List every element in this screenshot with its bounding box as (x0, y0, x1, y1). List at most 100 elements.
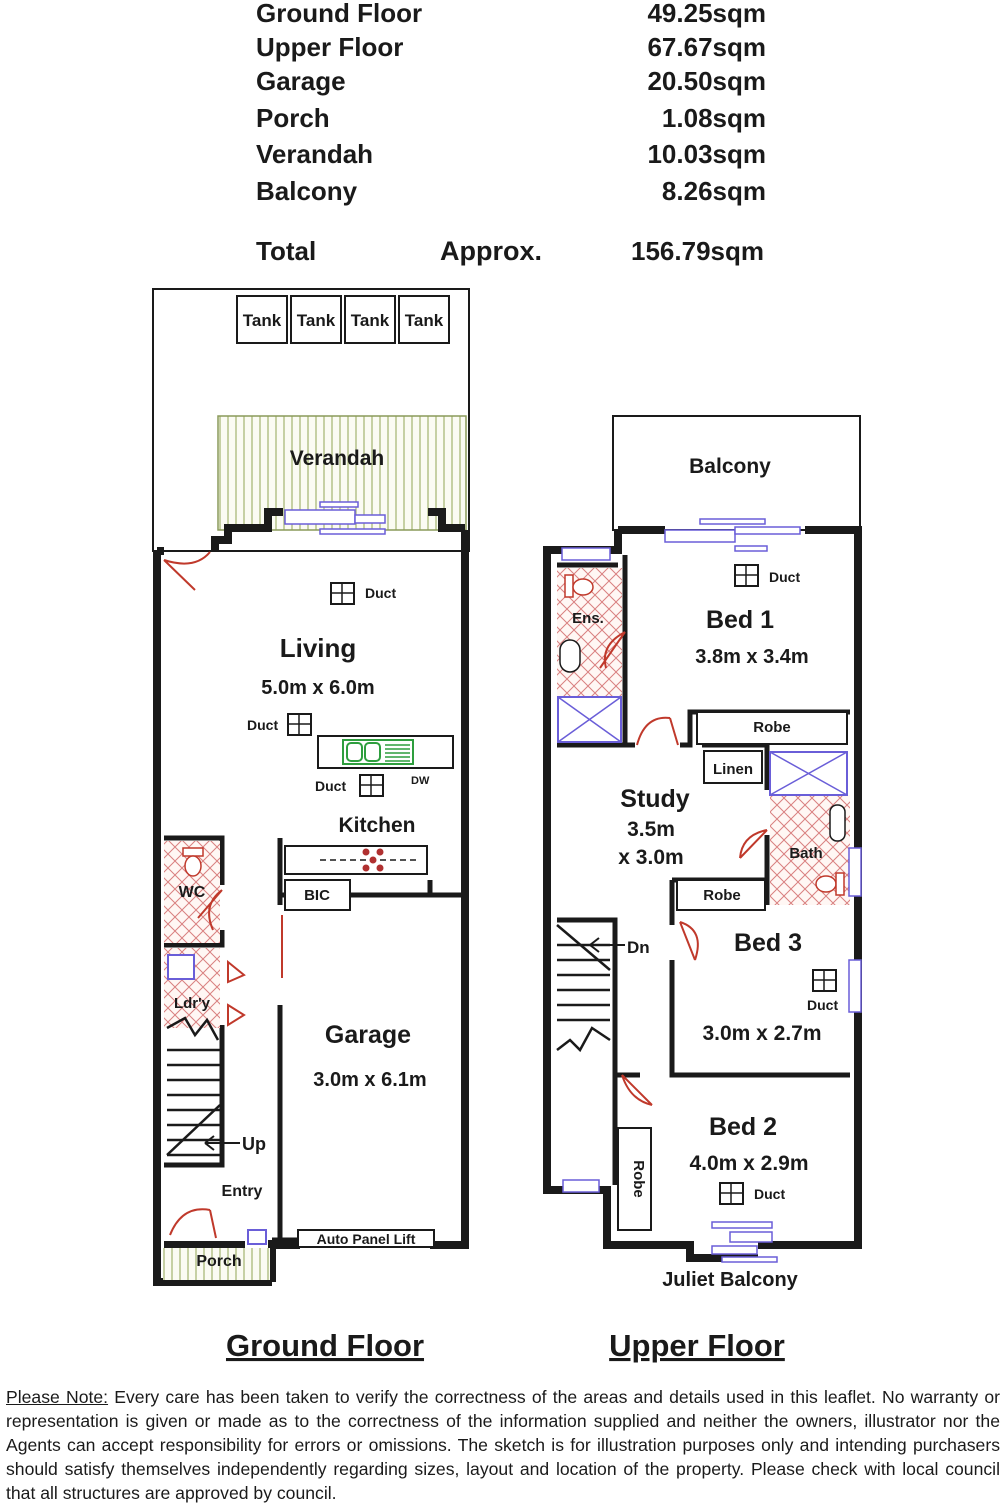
garage-door (297, 1229, 435, 1248)
floor-plan-drawing: Tank Tank Tank Tank Verandah (152, 288, 862, 1363)
up-arrow-icon (204, 1135, 240, 1151)
side-door-swing (163, 551, 211, 591)
ensuite-label: Ens. (572, 610, 604, 627)
bed1-robe-label: Robe (753, 719, 791, 736)
bed2-door-swing (621, 1074, 653, 1106)
ground-stairs (166, 1016, 221, 1157)
bed2-duct-label: Duct (754, 1186, 785, 1202)
linen-label: Linen (713, 761, 753, 778)
bic-label: BIC (304, 887, 330, 904)
up-label: Up (242, 1134, 266, 1154)
bed3-duct-icon (812, 969, 837, 992)
ensuite-toilet-icon (564, 574, 594, 598)
bed3-robe-label: Robe (703, 887, 741, 904)
bath-window (848, 847, 862, 897)
bed1-door-swing (636, 716, 679, 746)
living-duct-label: Duct (365, 585, 396, 601)
bed3-door-swing (679, 921, 699, 961)
area-row-balcony: Balcony 8.26sqm (256, 176, 766, 206)
porch-deck (163, 1248, 270, 1280)
rear-yard (152, 288, 470, 552)
tank-3 (344, 295, 396, 344)
balcony-sliding-door (664, 518, 801, 552)
bed1-robe (696, 711, 848, 745)
down-label: Dn (627, 938, 650, 957)
total-approx-label: Approx. (440, 236, 543, 266)
study-size-line1: 3.5m (627, 818, 675, 841)
kitchen-duct-icon-2 (359, 774, 384, 797)
tank-2 (290, 295, 342, 344)
area-row-porch: Porch 1.08sqm (256, 103, 766, 133)
ensuite-shower-icon (557, 696, 622, 743)
tank-1-label: Tank (243, 311, 282, 330)
bed3-size: 3.0m x 2.7m (702, 1022, 821, 1045)
garage-name: Garage (325, 1021, 411, 1049)
rear-sliding-door (284, 501, 386, 535)
bath-basin-icon (829, 804, 846, 842)
bed3-name: Bed 3 (734, 929, 802, 957)
living-name: Living (280, 633, 357, 663)
bic-cupboard (284, 879, 351, 911)
kitchen-duct-label-2: Duct (315, 778, 346, 794)
upper-floor-title: Upper Floor (609, 1328, 785, 1363)
ground-floor-plan: Tank Tank Tank Tank Verandah (152, 288, 470, 1363)
bed1-duct-label: Duct (769, 569, 800, 585)
auto-panel-label: Auto Panel Lift (317, 1231, 416, 1247)
garage-size: 3.0m x 6.1m (313, 1069, 426, 1091)
disclaimer-note: Please Note: Every care has been taken t… (6, 1385, 1000, 1505)
linen-cupboard (703, 750, 763, 784)
laundry-label: Ldr'y (174, 995, 211, 1012)
juliet-balcony-door (711, 1221, 778, 1263)
wc-label: WC (179, 884, 206, 901)
upper-stairs (556, 924, 611, 1053)
ground-floor-title: Ground Floor (226, 1328, 424, 1363)
living-size: 5.0m x 6.0m (261, 677, 374, 699)
area-row-total: Total 156.79sqm (256, 236, 764, 266)
bath-label: Bath (789, 845, 822, 862)
down-arrow-icon (589, 937, 625, 953)
laundry-tub-icon (167, 954, 195, 980)
area-row-garage: Garage 20.50sqm (256, 66, 766, 96)
bath-shower-icon (769, 751, 848, 796)
area-row-verandah: Verandah 10.03sqm (256, 139, 766, 169)
toilet-icon (182, 847, 204, 877)
entry-door-swing (169, 1208, 217, 1239)
sink-icon (342, 739, 414, 765)
study-size-line2: x 3.0m (618, 846, 683, 869)
laundry-cupboard-doors (227, 959, 246, 1027)
front-window (247, 1229, 267, 1245)
tank-4-label: Tank (405, 311, 444, 330)
bed1-duct-icon (734, 564, 759, 587)
water-tanks: Tank Tank Tank Tank (236, 295, 450, 344)
note-text: Every care has been taken to verify the … (6, 1387, 1000, 1503)
bath-door-swing (739, 829, 768, 859)
tank-3-label: Tank (351, 311, 390, 330)
ensuite-window (561, 547, 611, 561)
kitchen-duct-icon-1 (287, 713, 312, 736)
kitchen-duct-label-1: Duct (247, 717, 278, 733)
ground-walls (153, 508, 469, 1286)
bed2-robe-label: Robe (630, 1160, 647, 1198)
tank-4 (398, 295, 450, 344)
entry-label: Entry (222, 1183, 263, 1200)
balcony-area (612, 415, 861, 531)
cooktop-icon (320, 848, 420, 872)
area-row-ground: Ground Floor 49.25sqm (256, 0, 766, 28)
balcony-label: Balcony (689, 455, 771, 478)
ensuite-basin-icon (559, 639, 581, 673)
bed2-robe (617, 1127, 652, 1231)
bed1-name: Bed 1 (706, 606, 774, 634)
bed2-name: Bed 2 (709, 1113, 777, 1141)
kitchen-label: Kitchen (338, 814, 415, 837)
tank-1 (236, 295, 288, 344)
living-duct-icon (330, 582, 355, 605)
ensuite-door-swing (599, 631, 626, 669)
area-row-upper: Upper Floor 67.67sqm (256, 32, 766, 62)
upper-floor-plan: Balcony (543, 415, 862, 1363)
stair-window (562, 1179, 600, 1193)
bath-toilet-icon (815, 872, 845, 896)
tank-2-label: Tank (297, 311, 336, 330)
study-name: Study (620, 785, 690, 813)
dishwasher-label: DW (411, 775, 430, 787)
wc-door-swing (197, 889, 223, 931)
